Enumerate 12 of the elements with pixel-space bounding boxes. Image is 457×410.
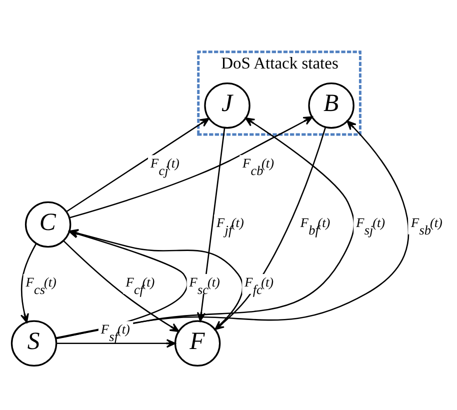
arrow — [66, 117, 210, 212]
arrow — [69, 116, 313, 218]
arrow — [56, 338, 176, 348]
node-circle: J — [204, 82, 250, 128]
arrow — [63, 240, 180, 332]
arrow — [20, 242, 37, 322]
node-circle: C — [24, 200, 72, 248]
node-circle: B — [308, 82, 354, 128]
arrow — [56, 116, 355, 338]
node-circle: S — [10, 320, 58, 366]
arrow — [56, 120, 410, 338]
node-circle: F — [174, 320, 221, 366]
